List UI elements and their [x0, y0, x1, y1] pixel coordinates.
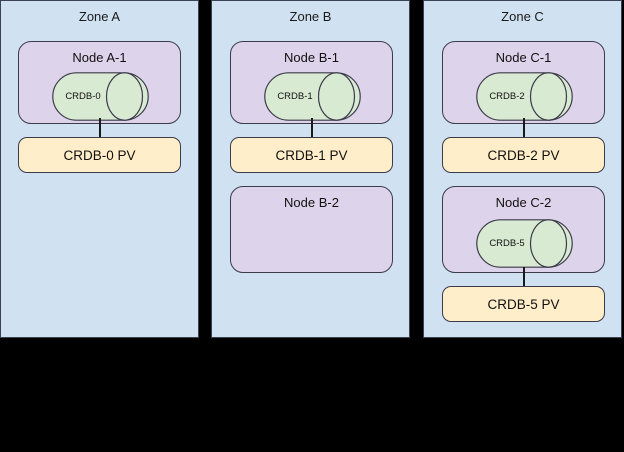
- node-title-c-1: Node C-1: [495, 50, 552, 65]
- pod-cylinder-crdb-0: CRDB-0: [52, 72, 149, 121]
- pv-box-crdb-0: CRDB-0 PV: [18, 137, 181, 173]
- node-box-a-1: Node A-1 CRDB-0: [18, 41, 181, 124]
- zone-container-a: Zone A Node A-1 CRDB-0 CRDB-0 PV: [0, 0, 199, 338]
- pv-label-crdb-1: CRDB-1 PV: [275, 147, 348, 163]
- pv-label-crdb-5: CRDB-5 PV: [487, 296, 560, 312]
- node-box-c-2: Node C-2 CRDB-5: [442, 186, 605, 273]
- connector-crdb-2-to-pv: [523, 118, 525, 138]
- zone-title-a: Zone A: [78, 9, 121, 24]
- node-title-b-1: Node B-1: [284, 50, 339, 65]
- connector-crdb-1-to-pv: [311, 118, 313, 138]
- pod-cylinder-crdb-5: CRDB-5: [476, 219, 573, 268]
- pv-label-crdb-2: CRDB-2 PV: [487, 147, 560, 163]
- node-title-b-2: Node B-2: [284, 195, 339, 210]
- pv-box-crdb-2: CRDB-2 PV: [442, 137, 605, 173]
- node-box-c-1: Node C-1 CRDB-2: [442, 41, 605, 124]
- pod-cylinder-crdb-2: CRDB-2: [476, 72, 573, 121]
- node-box-b-2: Node B-2: [230, 186, 393, 273]
- pod-cylinder-crdb-1: CRDB-1: [264, 72, 361, 121]
- pv-label-crdb-0: CRDB-0 PV: [63, 147, 136, 163]
- node-title-a-1: Node A-1: [72, 50, 127, 65]
- zone-container-c: Zone C Node C-1 CRDB-2 CRDB-2 PV Node C-…: [423, 0, 622, 338]
- node-box-b-1: Node B-1 CRDB-1: [230, 41, 393, 124]
- pv-box-crdb-5: CRDB-5 PV: [442, 286, 605, 322]
- zone-title-b: Zone B: [289, 9, 332, 24]
- connector-crdb-5-to-pv: [523, 267, 525, 287]
- zone-title-c: Zone C: [501, 9, 544, 24]
- node-title-c-2: Node C-2: [495, 195, 552, 210]
- zone-container-b: Zone B Node B-1 CRDB-1 CRDB-1 PV Node B-…: [211, 0, 410, 338]
- connector-crdb-0-to-pv: [99, 118, 101, 138]
- pv-box-crdb-1: CRDB-1 PV: [230, 137, 393, 173]
